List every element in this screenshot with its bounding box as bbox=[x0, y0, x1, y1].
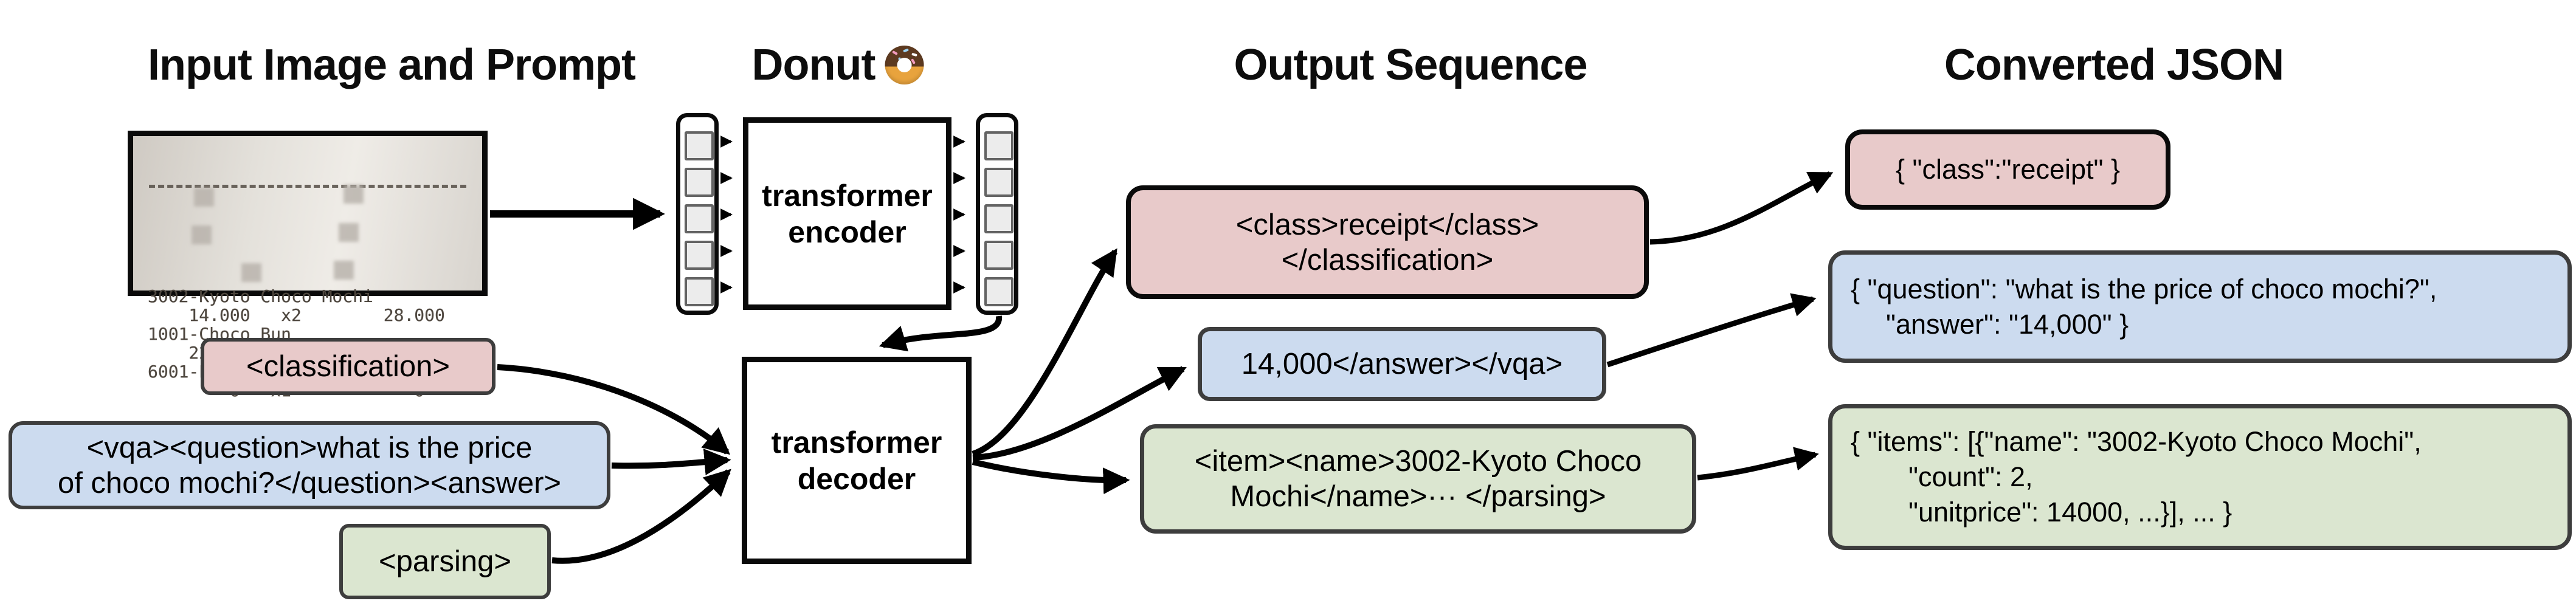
redaction-patch bbox=[241, 263, 261, 282]
output-vqa-box: 14,000</answer></vqa> bbox=[1198, 327, 1606, 401]
output-parsing-box: <item><name>3002-Kyoto Choco Mochi</name… bbox=[1140, 424, 1696, 534]
redaction-patch bbox=[339, 223, 359, 242]
prompt-classification-box: <classification> bbox=[201, 338, 496, 395]
arrow-tokens-to-decoder bbox=[879, 315, 1003, 352]
arrow-vqa-to-decoder bbox=[611, 449, 731, 476]
json-parsing-line3: "unitprice": 14000, ...}], ... } bbox=[1908, 497, 2232, 528]
title-input-image-and-prompt: Input Image and Prompt bbox=[147, 41, 636, 89]
arrow-decoder-to-parsing bbox=[972, 459, 1130, 495]
json-vqa-line2: "answer": "14,000" } bbox=[1886, 308, 2129, 340]
prompt-classification-text: <classification> bbox=[246, 350, 450, 383]
token-square bbox=[984, 241, 1013, 270]
redaction-patch bbox=[192, 225, 212, 244]
output-classification-line2: </classification> bbox=[1281, 243, 1494, 277]
token-square bbox=[984, 204, 1013, 233]
encoder-label-line1: transformer bbox=[762, 178, 933, 213]
arrow-classification-to-json bbox=[1649, 171, 1834, 245]
receipt-line: 3002-Kyoto Choco Mochi bbox=[148, 286, 373, 306]
redaction-patch bbox=[194, 188, 214, 207]
token-square bbox=[685, 131, 714, 160]
token-square bbox=[984, 277, 1013, 306]
output-classification-box: <class>receipt</class> </classification> bbox=[1126, 185, 1649, 299]
arrow-parsing-to-json bbox=[1697, 447, 1819, 481]
encoder-output-tokens bbox=[976, 113, 1018, 315]
encoder-label-line2: encoder bbox=[788, 215, 906, 249]
receipt-line: 14.000 x2 28.000 bbox=[148, 305, 445, 325]
output-vqa-text: 14,000</answer></vqa> bbox=[1241, 348, 1563, 380]
token-square bbox=[685, 241, 714, 270]
title-output-sequence: Output Sequence bbox=[1234, 41, 1587, 89]
transformer-decoder-box: transformer decoder bbox=[742, 357, 972, 564]
arrow-vqa-to-json bbox=[1606, 293, 1817, 368]
title-converted-json: Converted JSON bbox=[1944, 41, 2284, 89]
json-classification-box: { "class":"receipt" } bbox=[1845, 129, 2170, 210]
json-classification-text: { "class":"receipt" } bbox=[1895, 154, 2121, 185]
receipt-divider-top bbox=[149, 185, 466, 188]
donut-icon bbox=[885, 46, 924, 84]
json-vqa-box: { "question": "what is the price of choc… bbox=[1828, 250, 2572, 363]
token-square bbox=[685, 277, 714, 306]
prompt-parsing-box: <parsing> bbox=[339, 524, 551, 599]
encoder-input-tokens bbox=[676, 113, 719, 315]
token-square bbox=[685, 168, 714, 197]
decoder-label-line2: decoder bbox=[797, 461, 916, 496]
decoder-label-line1: transformer bbox=[771, 425, 942, 459]
token-square bbox=[685, 204, 714, 233]
transformer-encoder-box: transformer encoder bbox=[743, 117, 951, 310]
prompt-vqa-box: <vqa><question>what is the price of choc… bbox=[9, 421, 610, 509]
title-donut: Donut bbox=[752, 40, 924, 90]
output-parsing-line1: <item><name>3002-Kyoto Choco bbox=[1194, 445, 1642, 478]
redaction-patch bbox=[334, 261, 354, 280]
output-classification-line1: <class>receipt</class> bbox=[1235, 208, 1539, 241]
prompt-vqa-line2: of choco mochi?</question><answer> bbox=[57, 466, 562, 500]
prompt-parsing-text: <parsing> bbox=[379, 545, 511, 578]
title-donut-label: Donut bbox=[751, 41, 876, 89]
json-parsing-box: { "items": [{"name": "3002-Kyoto Choco M… bbox=[1828, 404, 2572, 550]
json-vqa-line1: { "question": "what is the price of choc… bbox=[1851, 273, 2437, 304]
prompt-vqa-line1: <vqa><question>what is the price bbox=[86, 431, 533, 464]
redaction-patch bbox=[344, 185, 364, 204]
json-parsing-line1: { "items": [{"name": "3002-Kyoto Choco M… bbox=[1851, 426, 2422, 457]
token-square bbox=[984, 131, 1013, 160]
json-parsing-line2: "count": 2, bbox=[1908, 461, 2033, 492]
token-square bbox=[984, 168, 1013, 197]
output-parsing-line2: Mochi</name>··· </parsing> bbox=[1230, 480, 1606, 513]
